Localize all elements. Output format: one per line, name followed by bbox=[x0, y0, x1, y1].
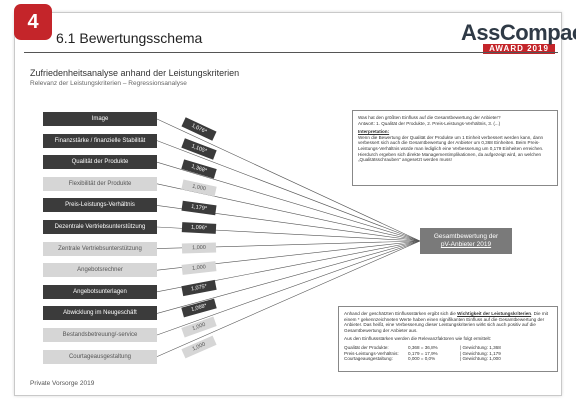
connector-line bbox=[156, 240, 421, 357]
weight-label: 1,000 bbox=[181, 242, 217, 254]
implication-text: Hierdurch ergeben sich direkte Managemen… bbox=[358, 151, 542, 163]
answer-text: Antwort: 1. Qualität der Produkte, 2. Pr… bbox=[358, 120, 501, 126]
slide-number-badge: 4 bbox=[14, 4, 52, 40]
connector-line bbox=[156, 140, 421, 242]
criterion-box: Dezentrale Vertriebsunterstützung bbox=[43, 220, 157, 234]
criterion-box: Finanzstärke / finanzielle Stabilität bbox=[43, 133, 157, 148]
interpretation-box: Was hat den größten Einfluss auf die Ges… bbox=[352, 110, 558, 186]
question-text: Was hat den größten Einfluss auf die Ges… bbox=[358, 115, 501, 120]
logo-award-bar: AWARD 2019 bbox=[483, 44, 555, 54]
criterion-box: Preis-Leistungs-Verhältnis bbox=[43, 198, 157, 213]
section-title: 6.1 Bewertungsschema bbox=[56, 30, 203, 46]
criterion-box: Zentrale Vertriebsunterstützung bbox=[43, 241, 157, 256]
diagram-subtitle: Relevanz der Leistungskriterien – Regres… bbox=[30, 80, 187, 87]
relevance-calc: 0,179 = 17,9% bbox=[408, 350, 438, 356]
relevance-name: Preis-Leistungs-Verhältnis: bbox=[344, 350, 399, 356]
footer-label: Private Vorsorge 2019 bbox=[30, 380, 95, 387]
relevance-result: | Gewichtung: 1,000 bbox=[460, 356, 501, 362]
connector-line bbox=[156, 118, 421, 242]
relevance-calc: 0,368 = 36,8% bbox=[408, 344, 438, 350]
asscompact-logo: AssCompact AWARD 2019 bbox=[461, 20, 576, 54]
criterion-box: Flexibilität der Produkte bbox=[43, 176, 157, 191]
relevance-name: Courtageausgestaltung: bbox=[344, 356, 393, 362]
relevance-box: Anhand der geschätzten Einflussstärken e… bbox=[338, 306, 558, 372]
diagram-title: Zufriedenheitsanalyse anhand der Leistun… bbox=[30, 68, 240, 78]
relevance-row: Courtageausgestaltung: 0,000 = 0,0% | Gewi… bbox=[344, 356, 552, 362]
weight-label: 1,096* bbox=[181, 222, 217, 234]
criterion-box: Qualität der Produkte bbox=[43, 155, 157, 170]
relevance-row: Qualität der Produkte: 0,368 = 36,8% | Gew… bbox=[344, 345, 552, 351]
relevance-row: Preis-Leistungs-Verhältnis: 0,179 = 17,9%… bbox=[344, 351, 552, 357]
logo-wordmark: AssCompact bbox=[461, 20, 576, 45]
relevance-text: Anhand der geschätzten Einflussstärken e… bbox=[344, 311, 548, 333]
interpretation-heading: Interpretation: bbox=[358, 129, 390, 135]
criterion-box: Image bbox=[43, 112, 157, 126]
relevance-calc: 0,000 = 0,0% bbox=[408, 356, 436, 362]
relevance-method-text: Aus den Einflussstärken werden die Relev… bbox=[344, 336, 492, 342]
criterion-box: Bestandsbetreuung/-service bbox=[43, 328, 157, 342]
interpretation-text: Wenn die Bewertung der Qualität der Prod… bbox=[358, 134, 544, 151]
target-node: Gesamtbewertung der pV-Anbieter 2019 bbox=[420, 228, 512, 254]
criterion-box: Abwicklung im Neugeschäft bbox=[43, 306, 157, 321]
target-label-line1: Gesamtbewertung der bbox=[433, 233, 499, 240]
target-label-line2: pV-Anbieter 2019 bbox=[440, 241, 492, 248]
header-divider bbox=[24, 52, 558, 53]
relevance-name: Qualität der Produkte: bbox=[344, 344, 389, 350]
connector-line bbox=[156, 240, 421, 336]
connector-line bbox=[156, 161, 421, 242]
criterion-box: Angebotsunterlagen bbox=[43, 284, 157, 299]
criterion-box: Courtageausgestaltung bbox=[43, 349, 157, 364]
relevance-result: | Gewichtung: 1,368 bbox=[460, 344, 501, 350]
relevance-result: | Gewichtung: 1,179 bbox=[460, 350, 501, 356]
criterion-box: Angebotsrechner bbox=[43, 263, 157, 278]
